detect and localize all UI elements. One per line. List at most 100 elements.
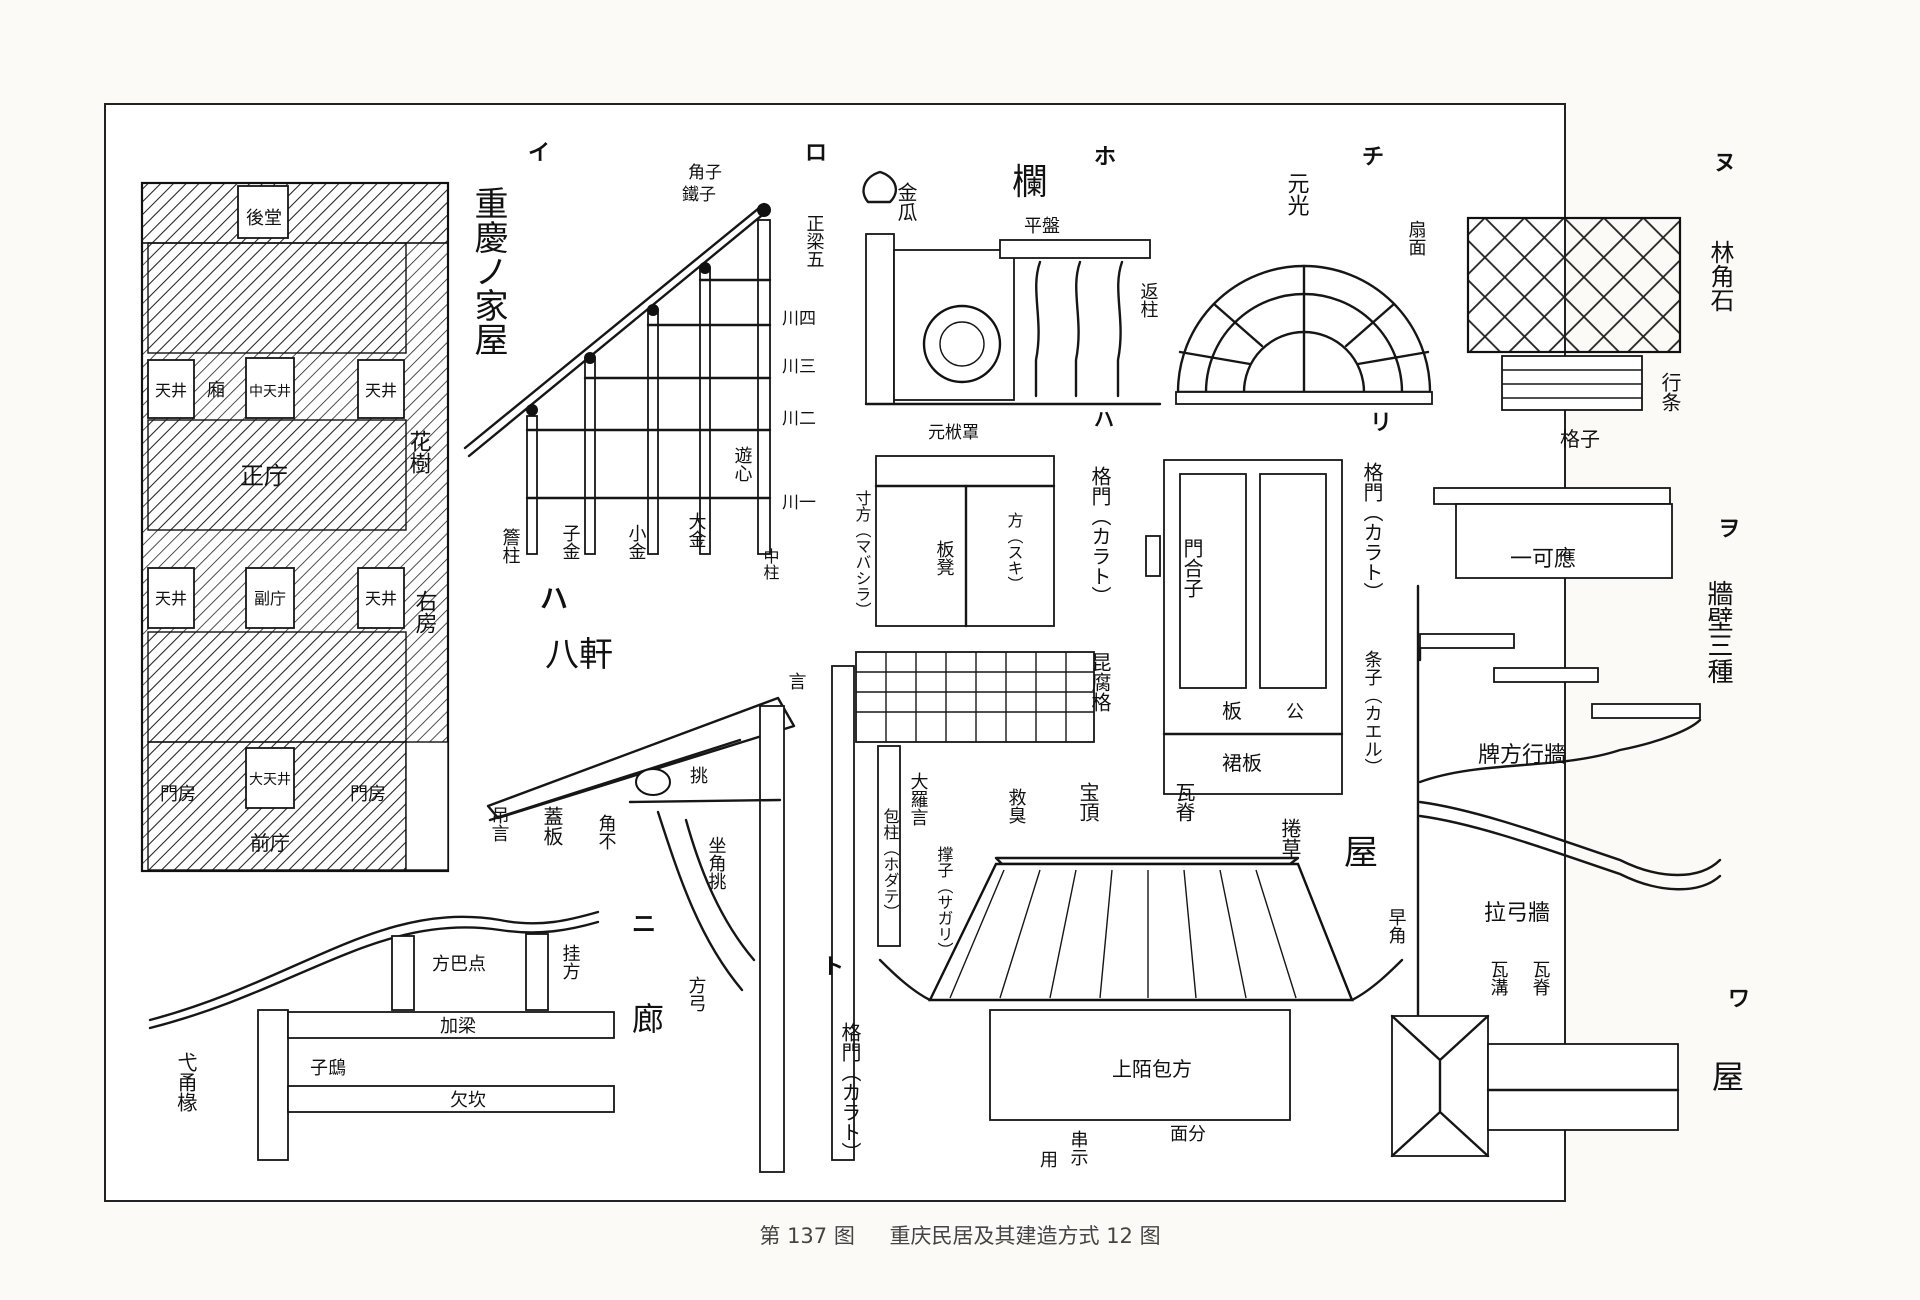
corridor-label: 欠坎 xyxy=(450,1090,486,1111)
tall-door-label: 板 xyxy=(1222,699,1242,723)
section-mark-to: ト xyxy=(822,955,844,980)
roof-elevation-label: 捲草 xyxy=(1278,818,1302,858)
lattice-door-label: 元栿罩 xyxy=(928,423,979,443)
section-mark-ro: ロ xyxy=(805,141,827,166)
roof-elevation-label: 瓦脊 xyxy=(1172,782,1196,822)
railing-label: 平盤 xyxy=(1024,216,1060,237)
house-plan-room-wing: 廂 xyxy=(207,380,225,401)
eave-bracket-label: 吊言 xyxy=(489,806,510,842)
eave-bracket-label: 方弓 xyxy=(686,976,707,1012)
corridor-title: 廊 xyxy=(632,1000,664,1038)
eave-bracket-label: 角不 xyxy=(596,814,617,850)
house-plan-room-middle-skywell: 中天井 xyxy=(249,384,291,400)
roof-plan-label: 瓦脊 xyxy=(1530,960,1551,997)
house-plan-room-main-hall: 正庁 xyxy=(240,462,288,490)
section-mark-wa: ワ xyxy=(1728,987,1750,1012)
figure-caption: 第 137 图 重庆民居及其建造方式 12 图 xyxy=(0,1220,1920,1250)
roof-section-label: 簷柱 xyxy=(500,528,521,564)
section-mark-ha-2: ハ xyxy=(1094,407,1114,431)
house-plan-room-skywell: 天井 xyxy=(365,381,397,400)
wall-types-title: 牆壁三種 xyxy=(1703,580,1733,684)
roof-elevation-label: 用 xyxy=(1040,1150,1058,1171)
railing-title: 欄 xyxy=(1012,162,1048,203)
roof-elevation: 宝頂 救臭 瓦脊 捲草 屋 早角 上陌包方 面分 用 串示 格門（カラト） xyxy=(838,782,1407,1171)
tall-door-label: 条子（カエル） xyxy=(1362,650,1383,776)
roof-elevation-label: 串示 xyxy=(1068,1130,1089,1166)
section-mark-nu: ヌ xyxy=(1714,151,1736,176)
wall-cap-label: 林角石 xyxy=(1706,240,1734,312)
corridor-label: 挂方 xyxy=(560,944,581,980)
roof-section-label: 小金 xyxy=(626,524,647,560)
roof-section-label: 川一 xyxy=(782,493,816,513)
wall-cap-label: 格子 xyxy=(1560,427,1600,451)
house-plan-side-label: 右房 xyxy=(412,590,438,634)
corridor-label: 加梁 xyxy=(440,1016,476,1037)
eave-bracket: 吊言 蓋板 角不 挑 坐角挑 方弓 ニ xyxy=(486,696,796,1173)
house-plan-room-skywell: 天井 xyxy=(155,381,187,400)
balcony-label: 大羅言 xyxy=(908,772,929,826)
corridor-label: 弋甬椽 xyxy=(174,1052,198,1112)
house-plan-room-skywell: 天井 xyxy=(155,589,187,608)
wall-cap-label: 行条 xyxy=(1658,372,1682,412)
roof-plan: 瓦脊 瓦溝 ワ 屋 xyxy=(1390,960,1750,1158)
roof-plan-title: 屋 xyxy=(1712,1058,1744,1096)
roof-section-label: 遊心 xyxy=(732,446,753,482)
eave-bracket-label: 蓋板 xyxy=(540,806,564,846)
section-mark-ni: ニ xyxy=(632,910,656,938)
lattice-door-label: 方（スキ） xyxy=(1005,512,1024,592)
roof-section-label: 大金 xyxy=(686,512,707,548)
fan-window: チ 元光 扇面 xyxy=(1175,145,1433,405)
house-plan-room-gatehouse: 門房 xyxy=(350,784,386,805)
roof-section: イ ロ 角子 鐵子 正梁五 川四 川三 川二 川一 中柱 遊心 大金 小金 子金… xyxy=(463,141,827,675)
roof-elevation-label: 面分 xyxy=(1170,1124,1206,1145)
caption-figure-number: 第 137 图 xyxy=(759,1224,855,1248)
wall-types: ヲ 牆壁三種 一可應 牌方行牆 拉弓牆 xyxy=(1416,487,1740,1048)
balcony-label: 昆腐格 xyxy=(1088,652,1112,712)
wall-types-label: 拉弓牆 xyxy=(1484,901,1550,926)
roof-section-label: 鐵子 xyxy=(682,185,716,205)
roof-section-label: 子金 xyxy=(560,524,581,560)
house-plan-room-great-skywell: 大天井 xyxy=(249,772,291,788)
tall-door-label: 裙板 xyxy=(1222,751,1262,775)
railing-label: 返柱 xyxy=(1138,282,1159,318)
caption-title: 重庆民居及其建造方式 12 图 xyxy=(889,1224,1161,1248)
section-mark-ha: ハ xyxy=(540,582,568,615)
roof-section-ridge-label: 正梁五 xyxy=(804,214,825,268)
house-plan: 後堂 天井 廂 中天井 天井 正庁 天井 副庁 天井 門房 大天井 門房 前庁 … xyxy=(140,181,508,873)
roof-elevation-title: 屋 xyxy=(1344,833,1378,873)
wall-types-label: 牌方行牆 xyxy=(1478,743,1566,768)
roof-section-label: 川二 xyxy=(782,409,816,429)
house-plan-room-skywell: 天井 xyxy=(365,589,397,608)
roof-elevation-label: 早角 xyxy=(1386,908,1407,944)
corridor: 弋甬椽 方巴点 挂方 加梁 子鴟 欠坎 廊 xyxy=(148,910,664,1161)
roof-elevation-label: 上陌包方 xyxy=(1112,1057,1192,1081)
balcony-label: 撑子（サガリ） xyxy=(935,846,954,958)
lattice-door-label: 寸方（マバシラ） xyxy=(853,490,872,618)
roof-section-label: 角子 xyxy=(688,163,722,183)
eave-bracket-label: 坐角挑 xyxy=(706,836,727,891)
tall-door-title: 格門（カラト） xyxy=(1360,462,1384,602)
corridor-label: 方巴点 xyxy=(432,954,486,975)
wall-cap: ヌ 林角石 行条 格子 xyxy=(1466,151,1736,451)
house-plan-room-rear-hall: 後堂 xyxy=(246,208,282,229)
lattice-door-title: 格門（カラト） xyxy=(1088,466,1112,606)
tall-door: リ 格門（カラト） 門合子 板 公 裙板 条子（カエル） xyxy=(1145,411,1392,795)
bell-finial-railing: 金瓜 ホ 欄 平盤 返柱 xyxy=(862,145,1162,406)
wall-types-label: 一可應 xyxy=(1510,546,1576,572)
bell-finial-label: 金瓜 xyxy=(894,182,918,222)
roof-plan-label: 瓦溝 xyxy=(1488,960,1509,997)
corridor-label: 子鴟 xyxy=(310,1058,346,1079)
balcony-label: 言 xyxy=(786,672,807,690)
house-plan-room-front-hall: 前庁 xyxy=(250,831,290,855)
door-front-title: 格門（カラト） xyxy=(838,1022,862,1162)
house-plan-side-label: 花樹 xyxy=(406,430,432,474)
lattice-door-balcony: 元栿罩 ハ 格門（カラト） 寸方（マバシラ） 板凳 方（スキ） 昆腐格 大羅言 … xyxy=(786,407,1114,1161)
roof-elevation-label: 救臭 xyxy=(1006,788,1027,824)
balcony-label: 包柱（ホダテ） xyxy=(881,808,900,920)
roof-elevation-label: 宝頂 xyxy=(1076,782,1100,822)
roof-section-label: 中柱 xyxy=(761,548,780,580)
section-mark-ho: ホ xyxy=(1094,145,1116,170)
roof-section-label: 川三 xyxy=(782,357,816,377)
eave-bracket-label: 挑 xyxy=(690,766,708,787)
